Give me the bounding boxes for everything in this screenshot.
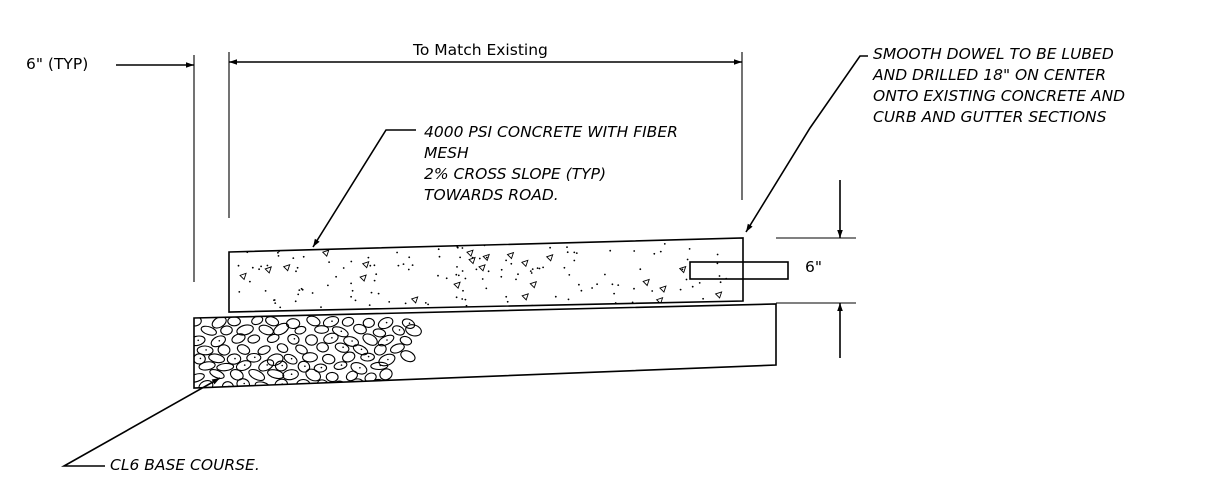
width-dimension	[229, 52, 743, 200]
dowel-note-line: AND DRILLED 18" ON CENTER	[873, 66, 1107, 84]
slab-outline	[228, 237, 744, 313]
concrete-note-line: 4000 PSI CONCRETE WITH FIBER	[424, 123, 678, 141]
leaders	[60, 55, 868, 467]
concrete-leader	[312, 129, 416, 248]
dowel-note: SMOOTH DOWEL TO BE LUBED AND DRILLED 18"…	[873, 44, 1125, 128]
concrete-note: 4000 PSI CONCRETE WITH FIBER MESH 2% CRO…	[424, 122, 678, 206]
concrete-slab	[228, 237, 744, 313]
thickness-label: 6"	[805, 258, 822, 276]
gravel-hatch	[194, 315, 422, 388]
typical-dimension	[116, 52, 230, 282]
base-leader	[60, 377, 221, 467]
dowel-leader	[745, 55, 868, 233]
dowel	[689, 261, 789, 280]
dowel-note-line: SMOOTH DOWEL TO BE LUBED	[873, 45, 1114, 63]
width-dimension-label: To Match Existing	[413, 41, 548, 59]
base-course-note: CL6 BASE COURSE.	[110, 456, 260, 474]
concrete-note-line: TOWARDS ROAD.	[424, 186, 559, 204]
concrete-note-line: 2% CROSS SLOPE (TYP)	[424, 165, 607, 183]
concrete-note-line: MESH	[424, 144, 469, 162]
thickness-dimension	[776, 180, 856, 358]
typ-dimension-label: 6" (TYP)	[26, 55, 89, 73]
base-outline	[193, 303, 777, 389]
dowel-note-line: CURB AND GUTTER SECTIONS	[873, 108, 1107, 126]
concrete-stipple	[237, 241, 728, 309]
base-course	[193, 303, 777, 389]
dowel-note-line: ONTO EXISTING CONCRETE AND	[873, 87, 1126, 105]
